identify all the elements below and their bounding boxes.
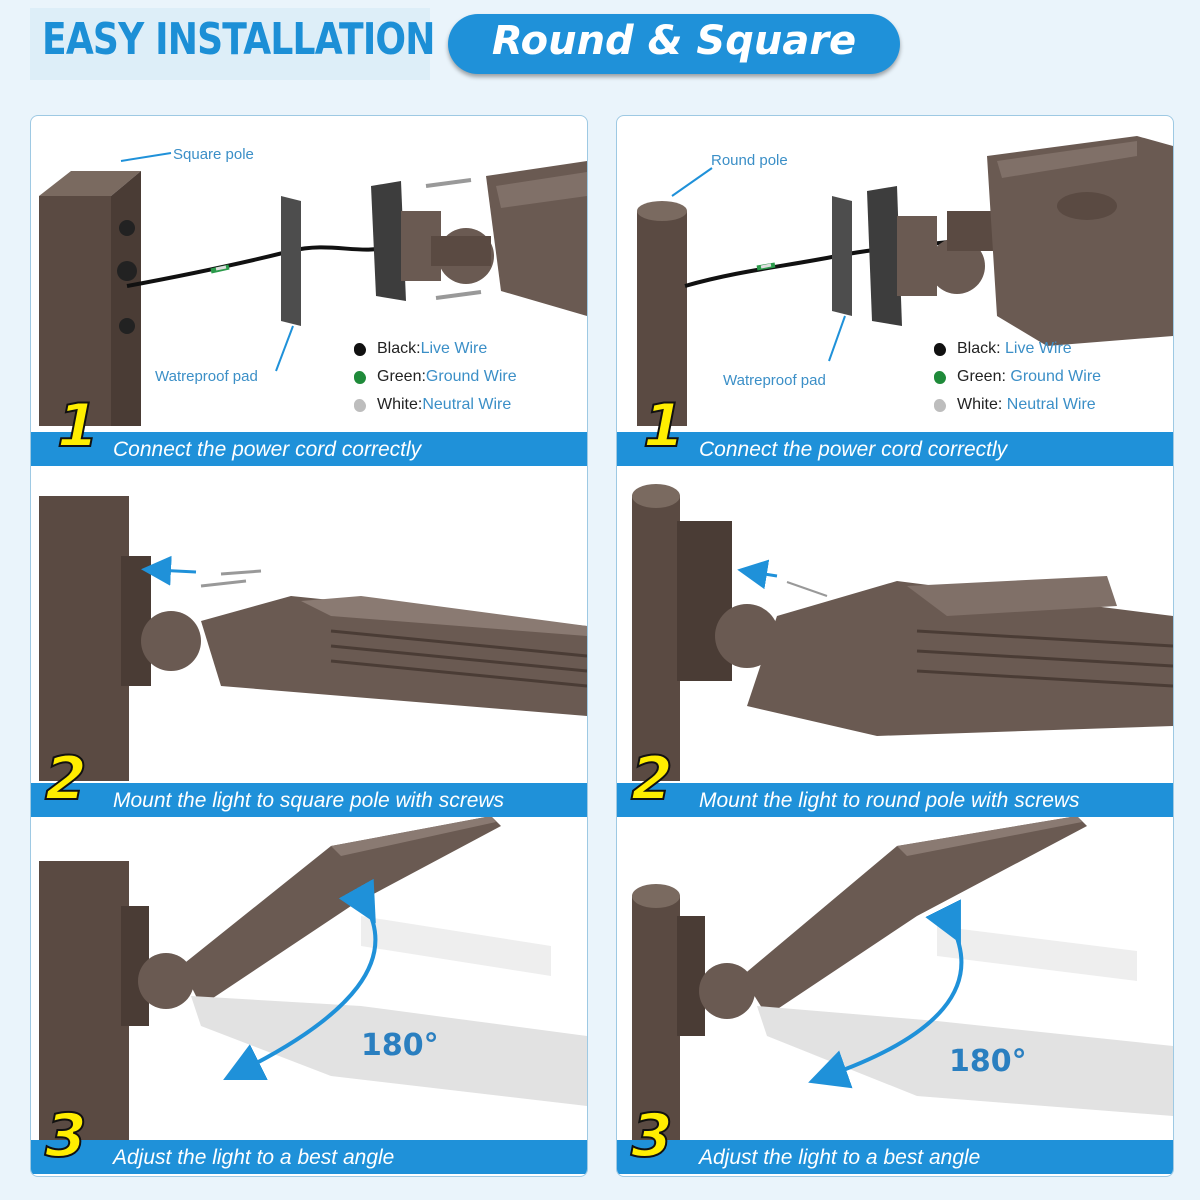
white-dot-icon xyxy=(354,399,365,411)
green-dot-icon xyxy=(934,371,945,383)
step3-caption: Adjust the light to a best angle xyxy=(699,1146,981,1169)
pill-text: Round & Square xyxy=(491,18,857,64)
round-pole-illustrations xyxy=(632,136,1173,1146)
step3-illustration xyxy=(632,816,1173,1146)
step3-number: 3 xyxy=(630,1101,674,1171)
step3-illustration xyxy=(39,816,587,1146)
waterproof-pad xyxy=(832,196,852,316)
title-pill: Round & Square xyxy=(448,14,900,74)
black-dot-icon xyxy=(354,343,365,355)
step2-number: 2 xyxy=(44,744,88,814)
step1-caption: Connect the power cord correctly xyxy=(113,438,422,461)
legend-black: Black:Live Wire xyxy=(354,340,487,358)
step1-illustration xyxy=(39,152,587,426)
header-box xyxy=(30,8,430,80)
legend-white: White: Neutral Wire xyxy=(934,396,1096,414)
legend-white: White:Neutral Wire xyxy=(354,396,511,414)
square-pole-illustrations xyxy=(39,152,587,1146)
black-dot-icon xyxy=(934,343,945,355)
step1-caption: Connect the power cord correctly xyxy=(699,438,1008,461)
legend-green: Green:Ground Wire xyxy=(354,368,517,386)
white-dot-icon xyxy=(934,399,945,411)
round-pole-panel: Round pole Watreproof pad Black: Live Wi… xyxy=(616,115,1174,1177)
square-pole xyxy=(39,196,111,426)
step2-number: 2 xyxy=(630,744,674,814)
square-pole-panel: Square pole Watreproof pad Black:Live Wi… xyxy=(30,115,588,1177)
step3-banner: Adjust the light to a best angle xyxy=(31,1140,587,1174)
power-cord xyxy=(126,244,392,288)
step2-illustration xyxy=(632,484,1173,781)
pad-label: Watreproof pad xyxy=(723,372,826,389)
step2-caption: Mount the light to round pole with screw… xyxy=(699,789,1080,812)
page-title: EASY INSTALLATION xyxy=(42,14,435,65)
step2-banner: Mount the light to square pole with scre… xyxy=(31,783,587,817)
step2-illustration xyxy=(39,496,587,781)
pole-label: Square pole xyxy=(173,146,254,163)
step1-number: 1 xyxy=(56,391,100,461)
step3-banner: Adjust the light to a best angle xyxy=(617,1140,1173,1174)
step1-number: 1 xyxy=(642,391,686,461)
green-dot-icon xyxy=(354,371,365,383)
angle-label: 180° xyxy=(361,1028,439,1063)
step1-banner: Connect the power cord correctly xyxy=(31,432,587,466)
step2-banner: Mount the light to round pole with screw… xyxy=(617,783,1173,817)
waterproof-pad xyxy=(281,196,301,326)
pad-label: Watreproof pad xyxy=(155,368,258,385)
step1-illustration xyxy=(637,136,1173,426)
step3-number: 3 xyxy=(44,1101,88,1171)
step3-caption: Adjust the light to a best angle xyxy=(113,1146,395,1169)
round-pole xyxy=(637,211,687,426)
angle-label: 180° xyxy=(949,1044,1027,1079)
step2-caption: Mount the light to square pole with scre… xyxy=(113,789,505,812)
step1-banner: Connect the power cord correctly xyxy=(617,432,1173,466)
pole-label: Round pole xyxy=(711,152,788,169)
legend-black: Black: Live Wire xyxy=(934,340,1072,358)
legend-green: Green: Ground Wire xyxy=(934,368,1101,386)
